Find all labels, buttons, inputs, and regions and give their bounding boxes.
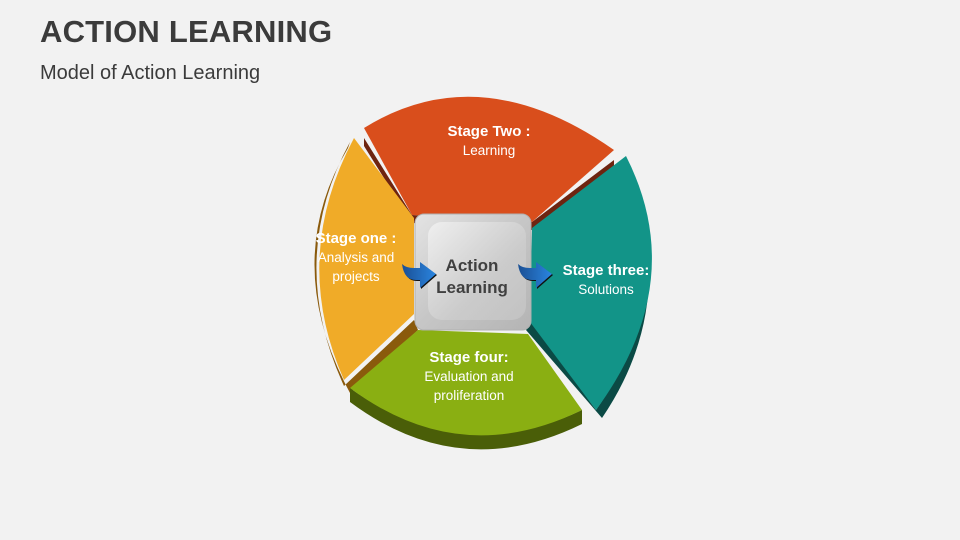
stage-three-label: Stage three: Solutions — [563, 261, 650, 299]
stage-four-segment — [350, 330, 582, 450]
stage-three-heading: Stage three: — [562, 262, 650, 279]
arrow-right-icon — [518, 262, 553, 289]
page-title: ACTION LEARNING — [40, 14, 333, 49]
stage-two-heading: Stage Two : — [447, 123, 531, 140]
stage-three-description: Solutions — [578, 282, 634, 297]
stage-one-label: Stage one : Analysis and projects — [316, 229, 397, 286]
stage-one-segment — [314, 138, 418, 393]
stage-one-heading: Stage one : — [315, 230, 397, 247]
stage-two-description: Learning — [462, 143, 516, 158]
stage-one-description-line1: Analysis and — [317, 250, 395, 265]
stage-four-label: Stage four: Evaluation and proliferation — [424, 348, 513, 405]
stage-four-heading: Stage four: — [429, 349, 509, 366]
stage-four-description-line1: Evaluation and — [424, 369, 514, 384]
stage-four-description-line2: proliferation — [433, 388, 505, 403]
stage-two-label: Stage Two : Learning — [447, 122, 530, 160]
page-subtitle: Model of Action Learning — [40, 62, 261, 84]
center-label-line2: Learning — [436, 278, 508, 297]
center-label: Action Learning — [436, 255, 508, 299]
arrow-right-icon — [402, 262, 437, 289]
stage-one-description-line2: projects — [332, 269, 380, 284]
stage-two-segment — [364, 96, 614, 230]
stage-three-segment — [526, 156, 652, 418]
center-label-line1: Action — [445, 256, 499, 275]
